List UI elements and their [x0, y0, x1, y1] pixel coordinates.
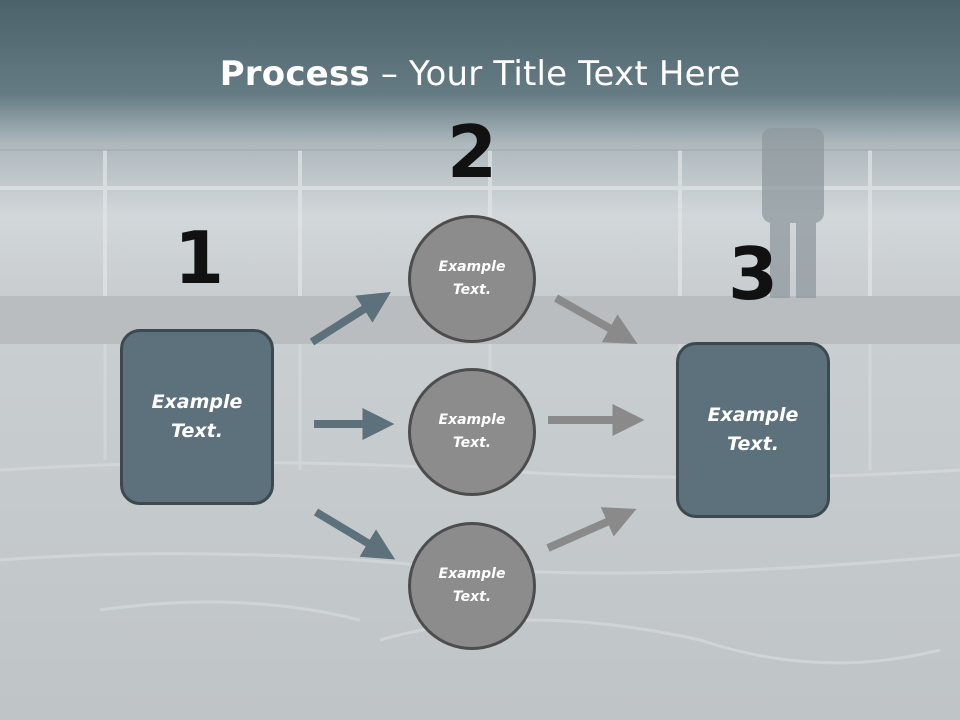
- step-box-3: Example Text.: [676, 342, 830, 518]
- arrow-1-to-top: [309, 292, 391, 346]
- step-box-1: Example Text.: [120, 329, 274, 505]
- circle-middle: Example Text.: [408, 368, 536, 496]
- circle-bottom: Example Text.: [408, 522, 536, 650]
- arrow-1-to-bottom: [313, 508, 396, 560]
- arrow-bottom-to-3: [546, 507, 637, 552]
- title-bold: Process: [219, 54, 370, 94]
- circle-bottom-text: Example Text.: [438, 566, 506, 605]
- step-number-1: 1: [173, 216, 225, 300]
- title-rest: – Your Title Text Here: [369, 54, 741, 94]
- step-box-1-text: Example Text.: [151, 391, 243, 442]
- slide-title: Process – Your Title Text Here: [0, 52, 960, 96]
- circle-top-text: Example Text.: [438, 259, 506, 298]
- circle-middle-text: Example Text.: [438, 412, 506, 451]
- step-number-2: 2: [446, 110, 498, 194]
- arrow-top-to-3: [554, 294, 638, 345]
- circle-top: Example Text.: [408, 215, 536, 343]
- step-box-3-text: Example Text.: [707, 404, 799, 455]
- step-number-3: 3: [727, 232, 779, 316]
